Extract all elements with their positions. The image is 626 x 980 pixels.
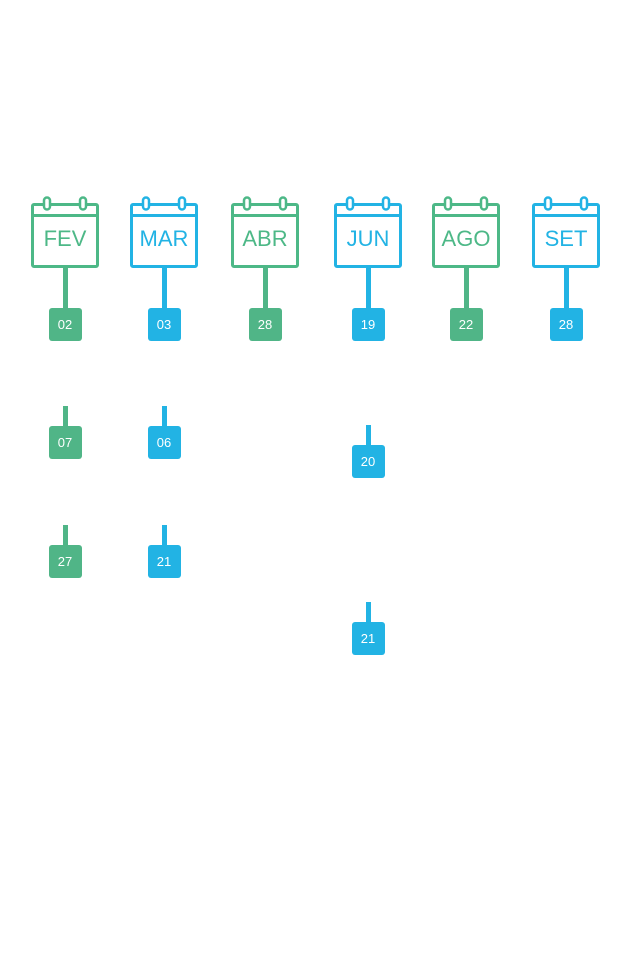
tag-stem	[365, 425, 371, 447]
date-tag: 20	[351, 445, 385, 478]
tag-stem	[262, 268, 268, 310]
date-tag: 22	[449, 308, 483, 341]
month-label: JUN	[346, 226, 390, 251]
date-tag: 21	[147, 545, 181, 578]
tag-stem	[62, 525, 68, 547]
date-tag: 27	[48, 545, 82, 578]
date-tag: 07	[48, 426, 82, 459]
calendar-icon	[532, 196, 600, 268]
month-label: FEV	[43, 226, 87, 251]
date-tag: 28	[248, 308, 282, 341]
date-tag: 21	[351, 622, 385, 655]
calendar-icon	[432, 196, 500, 268]
month-label: MAR	[139, 226, 189, 251]
calendar-icon	[31, 196, 99, 268]
tag-stem	[62, 406, 68, 428]
calendar-icon	[231, 196, 299, 268]
month-calendar-fev: FEV	[31, 196, 99, 270]
month-calendar-jun: JUN	[334, 196, 402, 270]
month-label: ABR	[242, 226, 288, 251]
tag-stem	[161, 525, 167, 547]
tag-stem	[365, 268, 371, 310]
tag-stem	[563, 268, 569, 310]
date-tag: 28	[549, 308, 583, 341]
date-tag: 03	[147, 308, 181, 341]
calendar-icon	[130, 196, 198, 268]
month-label: AGO	[441, 226, 491, 251]
month-calendar-set: SET	[532, 196, 600, 270]
month-label: SET	[544, 226, 588, 251]
tag-stem	[463, 268, 469, 310]
tag-stem	[161, 406, 167, 428]
tag-stem	[161, 268, 167, 310]
date-tag: 02	[48, 308, 82, 341]
month-calendar-abr: ABR	[231, 196, 299, 270]
date-tag: 19	[351, 308, 385, 341]
date-tag: 06	[147, 426, 181, 459]
month-calendar-mar: MAR	[130, 196, 198, 270]
tag-stem	[62, 268, 68, 310]
calendar-icon	[334, 196, 402, 268]
month-calendar-ago: AGO	[432, 196, 500, 270]
tag-stem	[365, 602, 371, 624]
